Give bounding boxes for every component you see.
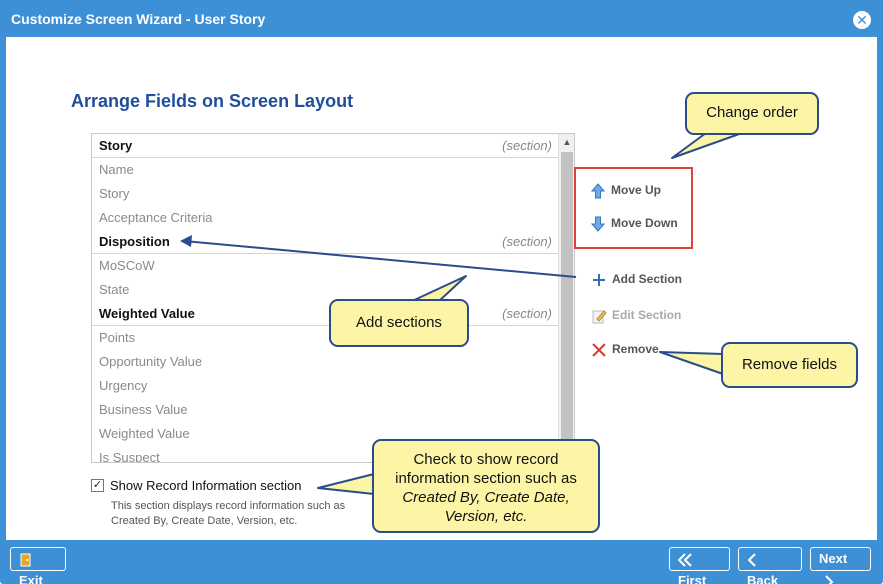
- callout-record-info-line2: information section such as: [395, 470, 577, 487]
- list-item[interactable]: Story: [92, 182, 558, 206]
- list-item-label: Acceptance Criteria: [99, 210, 213, 225]
- list-item-label: Business Value: [99, 402, 188, 417]
- list-item[interactable]: Is Suspect: [92, 446, 558, 463]
- list-scrollbar[interactable]: ▲: [558, 134, 574, 462]
- next-label: Next: [819, 551, 848, 566]
- move-down-label: Move Down: [611, 216, 678, 230]
- arrow-down-icon: [590, 216, 606, 232]
- section-tag: (section): [502, 306, 552, 321]
- move-up-label: Move Up: [611, 183, 662, 197]
- exit-label: Exit: [19, 573, 43, 584]
- add-section-label: Add Section: [612, 272, 683, 286]
- back-button[interactable]: Back: [738, 547, 802, 584]
- remove-button[interactable]: Remove: [591, 339, 659, 359]
- edit-icon: [592, 310, 607, 324]
- list-item[interactable]: Business Value: [92, 398, 558, 422]
- scroll-up-icon[interactable]: ▲: [562, 137, 572, 147]
- list-item[interactable]: Urgency: [92, 374, 558, 398]
- callout-remove-fields-text: Remove fields: [741, 356, 838, 373]
- list-item-label: Story: [99, 186, 130, 201]
- list-item-label: Disposition: [99, 234, 170, 249]
- close-icon[interactable]: ✕: [853, 11, 871, 29]
- record-info-description: This section displays record information…: [111, 500, 346, 527]
- edit-section-button[interactable]: Edit Section: [591, 305, 681, 325]
- list-item-label: MoSCoW: [99, 258, 155, 273]
- callout-add-sections-text: Add sections: [356, 314, 442, 331]
- callout-change-order-text: Change order: [706, 104, 798, 121]
- plus-icon: [593, 273, 605, 286]
- record-info-label: Show Record Information section: [110, 478, 302, 493]
- callout-record-info-line3: Created By, Create Date,: [402, 489, 570, 506]
- record-info-checkbox-row[interactable]: ✓ Show Record Information section: [91, 478, 301, 494]
- move-up-button[interactable]: Move Up: [590, 180, 661, 200]
- list-section-row[interactable]: Story (section): [92, 134, 558, 158]
- list-section-row[interactable]: Disposition (section): [92, 230, 558, 254]
- title-bar: Customize Screen Wizard - User Story ✕: [0, 0, 883, 37]
- chevron-left-icon: [747, 552, 756, 567]
- list-item-label: Opportunity Value: [99, 354, 203, 369]
- first-label: First: [678, 573, 707, 584]
- callout-change-order: Change order: [685, 92, 819, 135]
- double-chevron-left-icon: [678, 552, 692, 567]
- callout-record-info-line4: Version, etc.: [444, 508, 528, 525]
- list-item[interactable]: Weighted Value: [92, 422, 558, 446]
- section-tag: (section): [502, 138, 552, 153]
- list-item-label: Urgency: [99, 378, 148, 393]
- list-item[interactable]: Points: [92, 326, 558, 350]
- list-item-label: Name: [99, 162, 134, 177]
- list-item-label: Is Suspect: [99, 450, 160, 463]
- list-item[interactable]: Opportunity Value: [92, 350, 558, 374]
- first-button[interactable]: First: [669, 547, 730, 584]
- next-button[interactable]: Next: [810, 547, 871, 584]
- section-tag: (section): [502, 234, 552, 249]
- list-item-label: Story: [99, 138, 133, 153]
- list-item[interactable]: Acceptance Criteria: [92, 206, 558, 230]
- x-icon: [592, 343, 606, 357]
- record-info-checkbox[interactable]: ✓: [91, 479, 104, 493]
- callout-add-sections: Add sections: [329, 299, 469, 347]
- add-section-button[interactable]: Add Section: [591, 269, 682, 289]
- move-down-button[interactable]: Move Down: [590, 213, 678, 233]
- list-item-label: Weighted Value: [99, 426, 190, 441]
- order-highlight-box: [574, 167, 693, 249]
- list-item[interactable]: State: [92, 278, 558, 302]
- page-title: Arrange Fields on Screen Layout: [71, 91, 354, 111]
- list-item[interactable]: MoSCoW: [92, 254, 558, 278]
- callout-record-info: Check to show record information section…: [372, 439, 600, 533]
- arrow-up-icon: [590, 183, 606, 199]
- chevron-right-icon: [825, 574, 834, 584]
- list-item-label: Weighted Value: [99, 306, 195, 321]
- list-item-label: Points: [99, 330, 136, 345]
- scroll-thumb[interactable]: [561, 152, 573, 452]
- list-item[interactable]: Name: [92, 158, 558, 182]
- exit-door-icon: [20, 553, 31, 567]
- list-item-label: State: [99, 282, 130, 297]
- window-title: Customize Screen Wizard - User Story: [11, 11, 266, 27]
- callout-remove-fields: Remove fields: [721, 342, 858, 388]
- list-section-row[interactable]: Weighted Value (section): [92, 302, 558, 326]
- remove-label: Remove: [612, 342, 659, 356]
- edit-section-label: Edit Section: [612, 308, 682, 322]
- exit-button[interactable]: Exit: [10, 547, 66, 584]
- callout-record-info-line1: Check to show record: [413, 451, 559, 468]
- back-label: Back: [747, 573, 779, 584]
